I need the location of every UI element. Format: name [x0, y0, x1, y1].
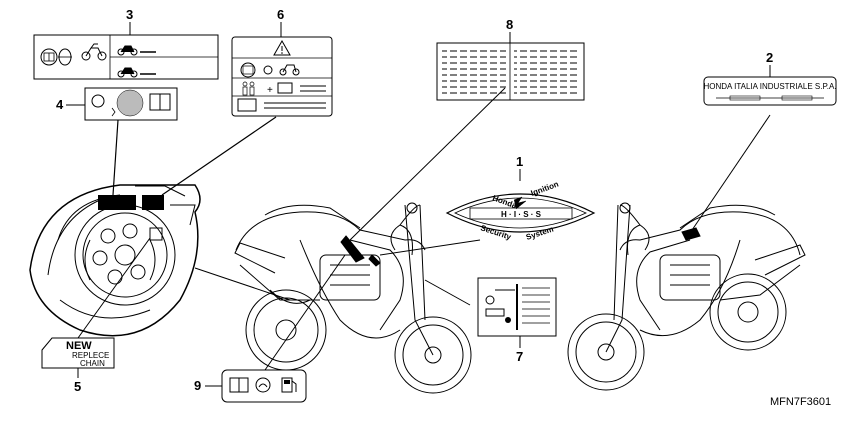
- label-9-group: 9: [194, 369, 307, 403]
- helmet-icon: [263, 65, 273, 75]
- label-1-group: 1 Honda Ignition H · I · S · S Security …: [445, 154, 596, 242]
- svg-text:+: +: [267, 85, 273, 96]
- chain-icon: [485, 295, 511, 323]
- diagram-code: MFN7F3601: [770, 396, 831, 408]
- callout-1: 1: [516, 154, 523, 169]
- motorcycle-icon: [117, 45, 156, 56]
- label-3-group: 3: [33, 7, 219, 80]
- warning-triangle-icon: [273, 39, 291, 56]
- label-2-group: 2 HONDA ITALIA INDUSTRIALE S.P.A.: [703, 50, 837, 106]
- label-3-location: [98, 195, 136, 210]
- callout-5: 5: [74, 379, 81, 394]
- callout-8: 8: [506, 17, 513, 32]
- book-icon: [229, 377, 249, 393]
- label-5-line-3: CHAIN: [80, 359, 105, 368]
- label-6-location: [142, 195, 164, 210]
- tire-icon: [58, 48, 72, 66]
- motorcycle-icon: [117, 67, 156, 78]
- rider-icon: [242, 81, 255, 96]
- callout-2: 2: [766, 50, 773, 65]
- callout-4: 4: [56, 97, 64, 112]
- label-5: [41, 337, 115, 369]
- motorcycle-icon: [81, 43, 107, 61]
- motorcycle-left: [234, 202, 472, 394]
- oil-can-icon: [255, 377, 271, 393]
- label-6-group: 6 +: [231, 7, 333, 117]
- label-5-location: [149, 227, 163, 241]
- gauge-icon: [91, 94, 105, 108]
- rear-wheel-detail: [29, 184, 201, 337]
- hiss-middle: H · I · S · S: [501, 210, 542, 219]
- label-5-group: NEW REPLECE CHAIN 5: [41, 337, 115, 394]
- label-2-plate-text: HONDA ITALIA INDUSTRIALE S.P.A.: [703, 82, 836, 91]
- label-5-line-2: REPLECE: [72, 351, 109, 360]
- book-icon: [40, 48, 58, 66]
- label-1: [445, 193, 596, 233]
- key-icon: [513, 196, 527, 210]
- label-4-group: 4: [56, 87, 178, 121]
- motorcycle-right: [567, 202, 806, 391]
- speedometer-icon: [116, 89, 144, 117]
- book-icon: [149, 93, 171, 111]
- label-9: [221, 369, 307, 403]
- hiss-top-right: Ignition: [530, 180, 560, 198]
- callout-6: 6: [277, 7, 284, 22]
- label-8-group: 8: [436, 17, 585, 101]
- callout-9: 9: [194, 378, 201, 393]
- label-5-line-1: NEW: [66, 340, 92, 352]
- label-7-group: 7: [477, 277, 557, 364]
- fuel-pump-icon: [281, 377, 297, 393]
- callout-7: 7: [516, 349, 523, 364]
- book-icon: [240, 62, 256, 78]
- motorcycle-icon: [279, 64, 300, 76]
- callout-3: 3: [126, 7, 133, 22]
